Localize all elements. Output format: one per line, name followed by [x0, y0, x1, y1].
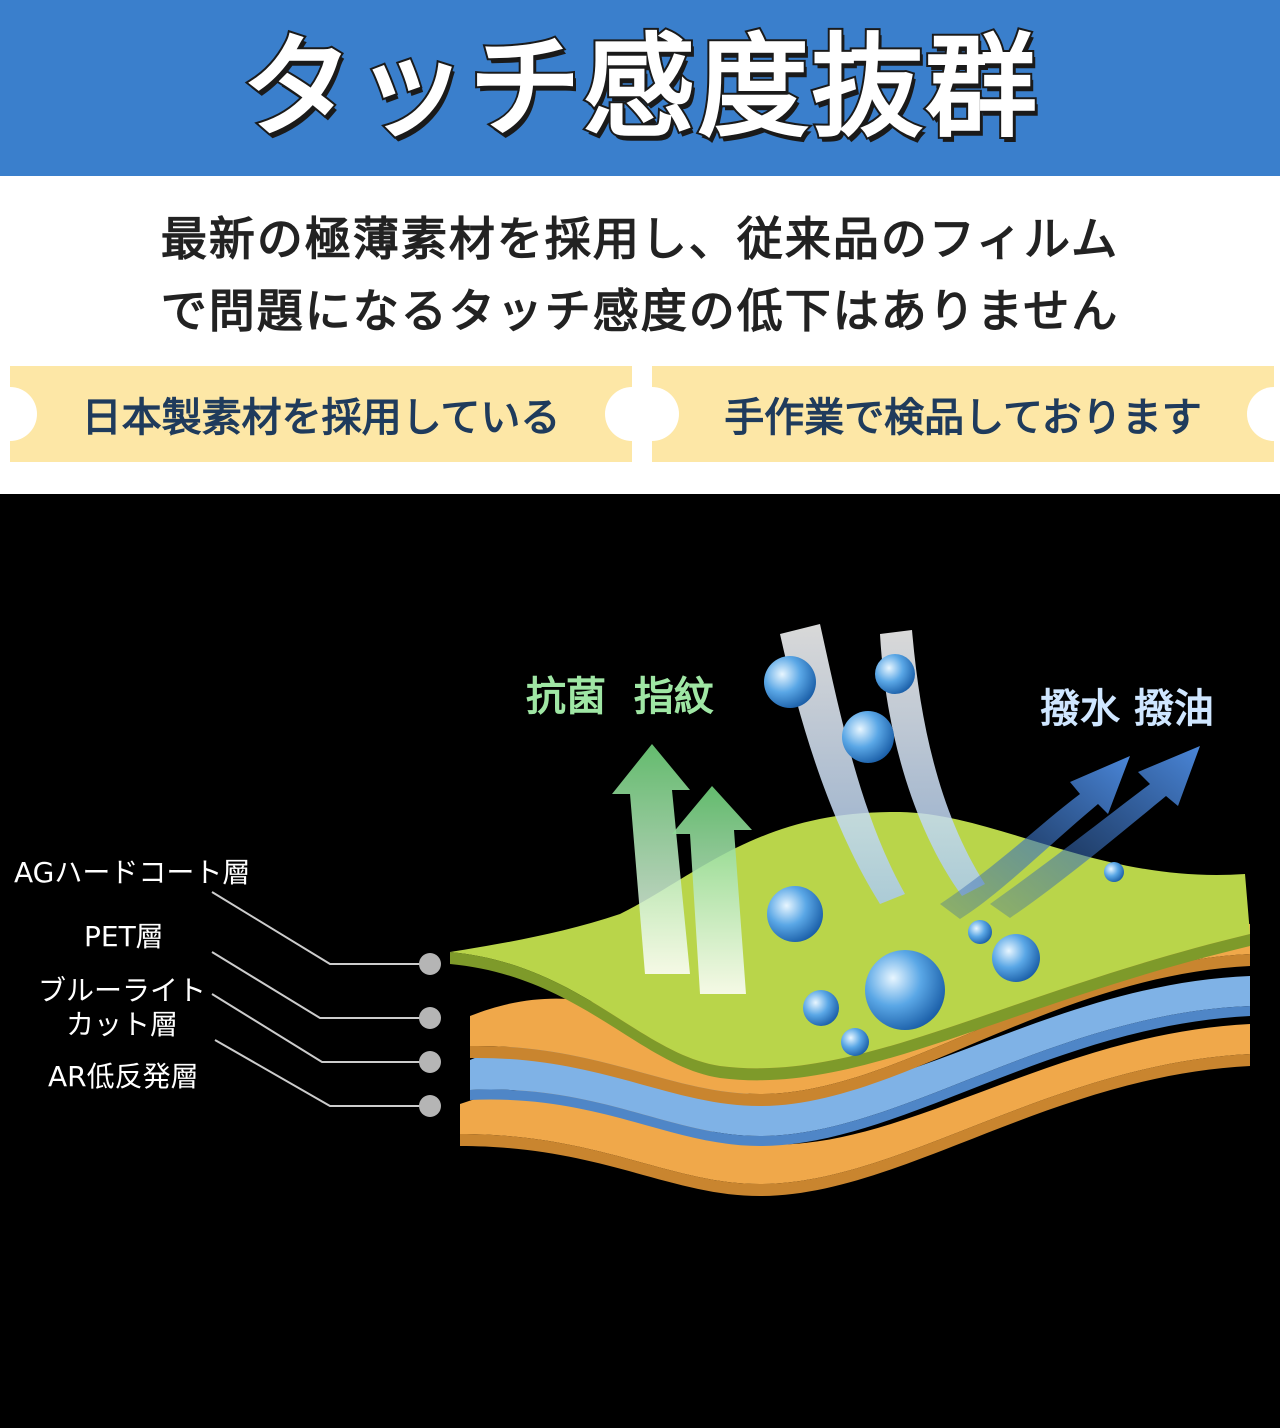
water-droplet-icon	[865, 950, 945, 1030]
water-droplet-icon	[764, 656, 816, 708]
feature-water-oil-repellent: 撥水 撥油	[1040, 686, 1214, 732]
leader-line	[211, 993, 428, 1063]
ar-layer	[460, 1024, 1250, 1184]
description-line-1: 最新の極薄素材を採用し、従来品のフィルム	[160, 212, 1120, 266]
badge-hand-inspected: 手作業で検品しております	[652, 366, 1274, 462]
feature-antibacterial-fingerprint: 抗菌 指紋	[526, 674, 714, 720]
layer-label-pet: PET層	[84, 920, 164, 953]
headline: タッチ感度抜群	[239, 23, 1039, 153]
layer-structure-illustration	[211, 624, 1250, 1196]
blue-light-cut-layer	[470, 976, 1250, 1136]
layer-label-ag: AGハードコート層	[14, 856, 251, 889]
water-droplet-icon	[1104, 862, 1124, 882]
water-droplet-icon	[992, 934, 1040, 982]
description-line-2: で問題になるタッチ感度の低下はありません	[160, 284, 1120, 338]
leader-line	[211, 951, 428, 1019]
antibacterial-arrow	[612, 744, 690, 974]
oil-drop-stream	[880, 630, 985, 896]
water-droplet-icon	[875, 654, 915, 694]
water-droplet-icon	[842, 711, 894, 763]
water-droplet-icon	[968, 920, 992, 944]
ribbon-notch	[625, 387, 679, 441]
fingerprint-arrow	[672, 786, 752, 994]
leader-dot	[419, 1007, 441, 1029]
water-repellent-arrow	[940, 756, 1130, 919]
leader-line	[211, 891, 428, 965]
top-banner: タッチ感度抜群	[0, 0, 1280, 176]
badge-japan-material: 日本製素材を採用している	[10, 366, 632, 462]
water-droplet-icon	[841, 1028, 869, 1056]
leader-dot	[419, 953, 441, 975]
leader-dot	[419, 1095, 441, 1117]
oil-repellent-arrow	[990, 746, 1200, 918]
leader-line	[214, 1039, 428, 1107]
water-droplet-icon	[767, 886, 823, 942]
leader-dot	[419, 1051, 441, 1073]
layer-label-ar: AR低反発層	[48, 1060, 199, 1093]
layer-label-bluelight: ブルーライト カット層	[38, 974, 207, 1041]
water-droplet-icon	[803, 990, 839, 1026]
